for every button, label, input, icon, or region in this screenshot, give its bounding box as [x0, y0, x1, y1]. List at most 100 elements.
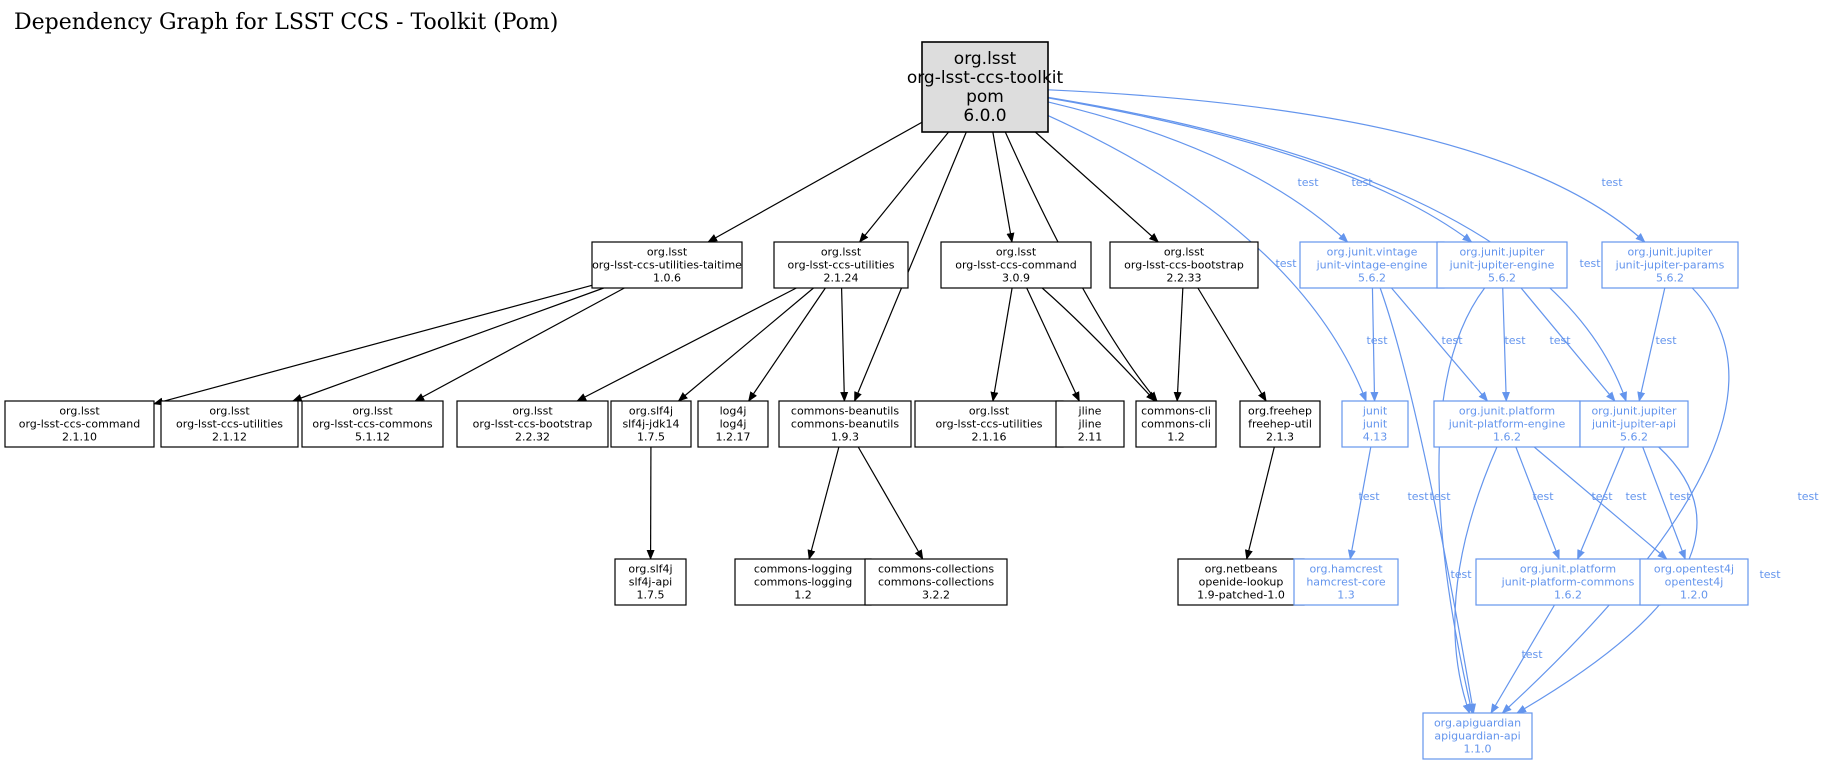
node-label-openide-line-1: openide-lookup [1199, 576, 1284, 589]
node-label-beanutils-line-1: commons-beanutils [791, 418, 899, 431]
node-platcommons[interactable]: org.junit.platformjunit-platform-commons… [1475, 558, 1661, 606]
edge-taitime-to-util2112 [291, 287, 604, 402]
node-label-cli-line-0: commons-cli [1141, 405, 1211, 418]
edge-label-jupeng-to-jupapi: test [1549, 334, 1571, 347]
node-label-jline-line-2: 2.11 [1078, 431, 1103, 444]
edge-platcommons-to-apiguardian [1490, 604, 1555, 714]
node-label-platcommons-line-1: junit-platform-commons [1501, 576, 1635, 589]
edge-label-platengine-to-opentest4j: test [1625, 490, 1647, 503]
node-label-taitime-line-2: 1.0.6 [653, 272, 681, 285]
node-label-jupapi-line-2: 5.6.2 [1620, 431, 1648, 444]
edge-util2124-to-beanutils [840, 287, 849, 402]
node-box-util2112 [160, 400, 299, 448]
edge-root-to-util2124 [858, 131, 950, 243]
edge-jupapi-to-opentest4j [1642, 446, 1686, 560]
node-box-apiguardian [1422, 712, 1533, 760]
edge-jupeng-to-platengine [1501, 287, 1510, 402]
edge-root-to-boot2233 [1034, 131, 1160, 243]
node-label-util2112-line-1: org-lsst-ccs-utilities [176, 418, 283, 431]
edge-jupapi-to-platcommons [1577, 446, 1625, 560]
node-box-opentest4j [1639, 558, 1749, 606]
node-jupeng[interactable]: org.junit.jupiterjunit-jupiter-engine5.6… [1436, 241, 1568, 289]
node-label-jupeng-line-2: 5.6.2 [1488, 272, 1516, 285]
node-box-hamcrest [1293, 558, 1399, 606]
node-label-vintage-line-0: org.junit.vintage [1327, 246, 1418, 259]
node-collections[interactable]: commons-collectionscommons-collections3.… [864, 558, 1008, 606]
node-box-platengine [1433, 400, 1581, 448]
node-label-cmd2110-line-2: 2.1.10 [62, 431, 97, 444]
node-label-jupparams-line-0: org.junit.jupiter [1627, 246, 1713, 259]
node-jupparams[interactable]: org.junit.jupiterjunit-jupiter-params5.6… [1601, 241, 1739, 289]
edge-label-platcommons-to-apiguardian: test [1521, 648, 1543, 661]
node-label-jupapi-line-1: junit-jupiter-api [1591, 418, 1676, 431]
edges-layer [153, 89, 1730, 714]
node-label-jline-line-0: jline [1078, 405, 1102, 418]
node-label-freehep-line-1: freehep-util [1248, 418, 1312, 431]
node-box-boot2233 [1109, 241, 1259, 289]
node-label-cli-line-2: 1.2 [1167, 431, 1185, 444]
edge-freehep-to-openide [1244, 446, 1275, 560]
edge-root-to-cmd309 [992, 131, 1015, 243]
edge-root-to-vintage [1047, 101, 1349, 243]
edge-label-jupapi-to-opentest4j: test [1669, 490, 1691, 503]
node-label-platengine-line-2: 1.6.2 [1493, 431, 1521, 444]
node-label-util2124-line-0: org.lsst [821, 246, 862, 259]
node-openide[interactable]: org.netbeansopenide-lookup1.9-patched-1.… [1177, 558, 1305, 606]
graph-title: Dependency Graph for LSST CCS - Toolkit … [14, 10, 558, 35]
node-label-collections-line-1: commons-collections [878, 576, 994, 589]
edge-junit-to-hamcrest [1347, 446, 1372, 560]
edge-label-vintage-to-junit: test [1366, 334, 1388, 347]
node-box-slf4jjdk [610, 400, 692, 448]
node-label-collections-line-2: 3.2.2 [922, 589, 950, 602]
node-label-boot2232-line-0: org.lsst [512, 405, 553, 418]
node-box-cli [1135, 400, 1217, 448]
node-label-junit-line-0: junit [1362, 405, 1388, 418]
node-label-cli-line-1: commons-cli [1141, 418, 1211, 431]
edge-platengine-to-platcommons [1515, 446, 1560, 560]
edge-root-to-beanutils [854, 131, 967, 402]
edge-root-to-jupparams [1047, 89, 1646, 243]
node-label-slf4jjdk-line-1: slf4j-jdk14 [622, 418, 679, 431]
node-label-vintage-line-1: junit-vintage-engine [1316, 259, 1428, 272]
edge-root-to-jupapi [1047, 96, 1627, 402]
edge-label-root-to-jupapi: test [1579, 257, 1601, 270]
node-label-taitime-line-1: org-lsst-ccs-utilities-taitime [592, 259, 742, 272]
node-label-beanutils-line-2: 1.9.3 [831, 431, 859, 444]
node-label-freehep-line-2: 2.1.3 [1266, 431, 1294, 444]
node-box-collections [864, 558, 1008, 606]
edge-label-root-to-vintage: test [1297, 176, 1319, 189]
node-label-root-line-3: 6.0.0 [963, 106, 1006, 126]
node-label-apiguardian-line-0: org.apiguardian [1434, 717, 1521, 730]
node-vintage[interactable]: org.junit.vintagejunit-vintage-engine5.6… [1299, 241, 1445, 289]
node-platengine[interactable]: org.junit.platformjunit-platform-engine1… [1433, 400, 1581, 448]
node-taitime[interactable]: org.lsstorg-lsst-ccs-utilities-taitime1.… [591, 241, 743, 289]
edge-cmd309-to-cli [1041, 287, 1156, 402]
node-label-slf4jjdk-line-0: org.slf4j [629, 405, 673, 418]
node-label-opentest4j-line-2: 1.2.0 [1680, 589, 1708, 602]
node-box-logging [734, 558, 872, 606]
node-label-freehep-line-0: org.freehep [1248, 405, 1312, 418]
